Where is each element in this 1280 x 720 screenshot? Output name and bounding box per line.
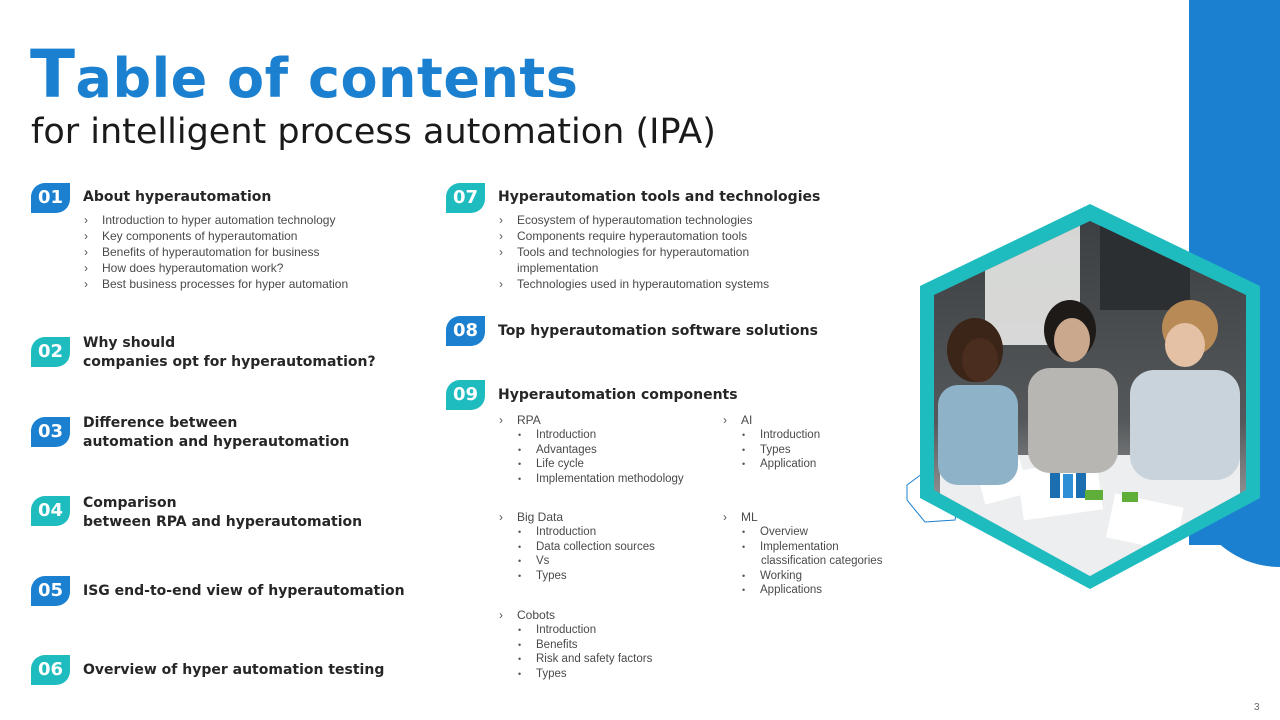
component-group-cobots: Cobots Introduction Benefits Risk and sa… (498, 608, 652, 681)
heading-line: companies opt for hyperautomation? (83, 354, 376, 370)
section-heading: Hyperautomation components (498, 387, 738, 403)
list-item: Benefits of hyperautomation for business (83, 244, 348, 260)
page-title: Table of contents (30, 40, 578, 114)
list-item: Advantages (498, 443, 684, 458)
list-item: Data collection sources (498, 540, 655, 555)
heading-line: Why should (83, 335, 176, 351)
list-item: Implementation methodology (498, 472, 684, 487)
list-item-continuation: implementation (498, 260, 769, 276)
component-group-list: Introduction Data collection sources Vs … (498, 525, 655, 583)
list-item: Introduction (722, 428, 820, 443)
team-photo-hexagon (900, 200, 1280, 600)
section-number-badge: 01 (31, 183, 70, 213)
list-item: Benefits (498, 638, 652, 653)
list-item: Implementation (722, 540, 882, 555)
list-item: Introduction (498, 623, 652, 638)
component-group-ai: AI Introduction Types Application (722, 413, 820, 472)
component-group-list: Introduction Advantages Life cycle Imple… (498, 428, 684, 486)
section-number-badge: 02 (31, 337, 70, 367)
list-item: Working (722, 569, 882, 584)
heading-line: automation and hyperautomation (83, 434, 350, 450)
list-item: Vs (498, 554, 655, 569)
list-item: Applications (722, 583, 882, 598)
component-group-rpa: RPA Introduction Advantages Life cycle I… (498, 413, 684, 486)
list-item: Best business processes for hyper automa… (83, 276, 348, 292)
section-number-badge: 04 (31, 496, 70, 526)
list-item: Overview (722, 525, 882, 540)
section-heading: Why should companies opt for hyperautoma… (83, 334, 376, 372)
component-group-list: Introduction Benefits Risk and safety fa… (498, 623, 652, 681)
section-heading: Top hyperautomation software solutions (498, 323, 818, 339)
continuation-text: implementation (517, 261, 599, 275)
section-item-list: Ecosystem of hyperautomation technologie… (498, 212, 769, 292)
component-group-title: ML (722, 510, 882, 525)
page-subtitle: for intelligent process automation (IPA) (31, 112, 716, 152)
list-item: Introduction (498, 428, 684, 443)
list-item: Tools and technologies for hyperautomati… (498, 244, 769, 260)
page-number: 3 (1254, 702, 1260, 713)
heading-line: between RPA and hyperautomation (83, 514, 363, 530)
list-item: Types (722, 443, 820, 458)
section-heading: Difference between automation and hypera… (83, 414, 349, 452)
component-group-title: Cobots (498, 608, 652, 623)
section-heading: Comparison between RPA and hyperautomati… (83, 494, 362, 532)
list-item: Risk and safety factors (498, 652, 652, 667)
heading-line: Comparison (83, 495, 177, 511)
section-number-badge: 05 (31, 576, 70, 606)
component-group-big-data: Big Data Introduction Data collection so… (498, 510, 655, 583)
list-item: Life cycle (498, 457, 684, 472)
section-number-badge: 09 (446, 380, 485, 410)
section-heading: About hyperautomation (83, 189, 272, 205)
list-item-continuation: classification categories (761, 555, 883, 567)
photo-frame (906, 204, 1260, 589)
list-item: Application (722, 457, 820, 472)
title-first-letter: T (30, 36, 76, 113)
list-item: Key components of hyperautomation (83, 228, 348, 244)
section-heading: Hyperautomation tools and technologies (498, 189, 821, 205)
section-number-badge: 03 (31, 417, 70, 447)
list-item: Types (498, 667, 652, 682)
list-item: Components require hyperautomation tools (498, 228, 769, 244)
section-number-badge: 08 (446, 316, 485, 346)
component-group-ml: ML Overview Implementation classificatio… (722, 510, 882, 598)
heading-line: Difference between (83, 415, 238, 431)
list-item: Introduction (498, 525, 655, 540)
component-group-list: Overview Implementation classification c… (722, 525, 882, 598)
component-group-title: Big Data (498, 510, 655, 525)
list-item: Types (498, 569, 655, 584)
section-number-badge: 06 (31, 655, 70, 685)
section-number-badge: 07 (446, 183, 485, 213)
component-group-list: Introduction Types Application (722, 428, 820, 472)
component-group-title: AI (722, 413, 820, 428)
section-heading: Overview of hyper automation testing (83, 662, 385, 678)
list-item: How does hyperautomation work? (83, 260, 348, 276)
title-rest: able of contents (75, 47, 579, 110)
list-item: Technologies used in hyperautomation sys… (498, 276, 769, 292)
list-item: Introduction to hyper automation technol… (83, 212, 348, 228)
component-group-title: RPA (498, 413, 684, 428)
section-item-list: Introduction to hyper automation technol… (83, 212, 348, 292)
section-heading: ISG end-to-end view of hyperautomation (83, 583, 405, 599)
list-item: Ecosystem of hyperautomation technologie… (498, 212, 769, 228)
